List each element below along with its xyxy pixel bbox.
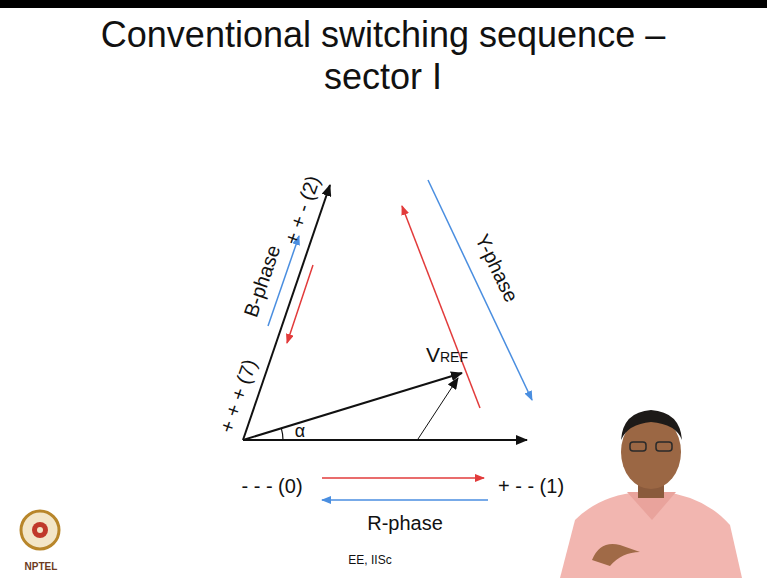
r-phase-arrow xyxy=(322,477,484,479)
y-phase-arrow xyxy=(402,206,480,408)
b-phase-arrow xyxy=(287,265,313,343)
vector-code: + + + (7) xyxy=(215,356,261,435)
phase-label: R-phase xyxy=(367,512,443,534)
institute-label: EE, IISc xyxy=(348,554,391,567)
top-band xyxy=(0,0,767,8)
y-phase-arrow xyxy=(428,180,532,400)
logo-text: NPTEL xyxy=(25,561,58,572)
vector-code: + - - (1) xyxy=(498,475,564,497)
phase-label: B-phase xyxy=(239,242,284,320)
nptel-emblem xyxy=(21,511,59,549)
angle-arc xyxy=(281,428,283,440)
vector-1 xyxy=(243,439,527,441)
r-phase-arrow xyxy=(322,499,488,501)
angle-label: α xyxy=(295,422,305,442)
vector-code: - - - (0) xyxy=(241,475,302,497)
component-arrow xyxy=(418,378,458,439)
reference-label: VREF xyxy=(426,343,468,366)
vector-code: + + - (2) xyxy=(280,173,324,247)
slide-title: Conventional switching sequence – sector… xyxy=(73,14,693,98)
phase-label: Y-phase xyxy=(471,231,523,306)
reference-vector xyxy=(243,373,462,440)
presenter xyxy=(560,410,742,578)
